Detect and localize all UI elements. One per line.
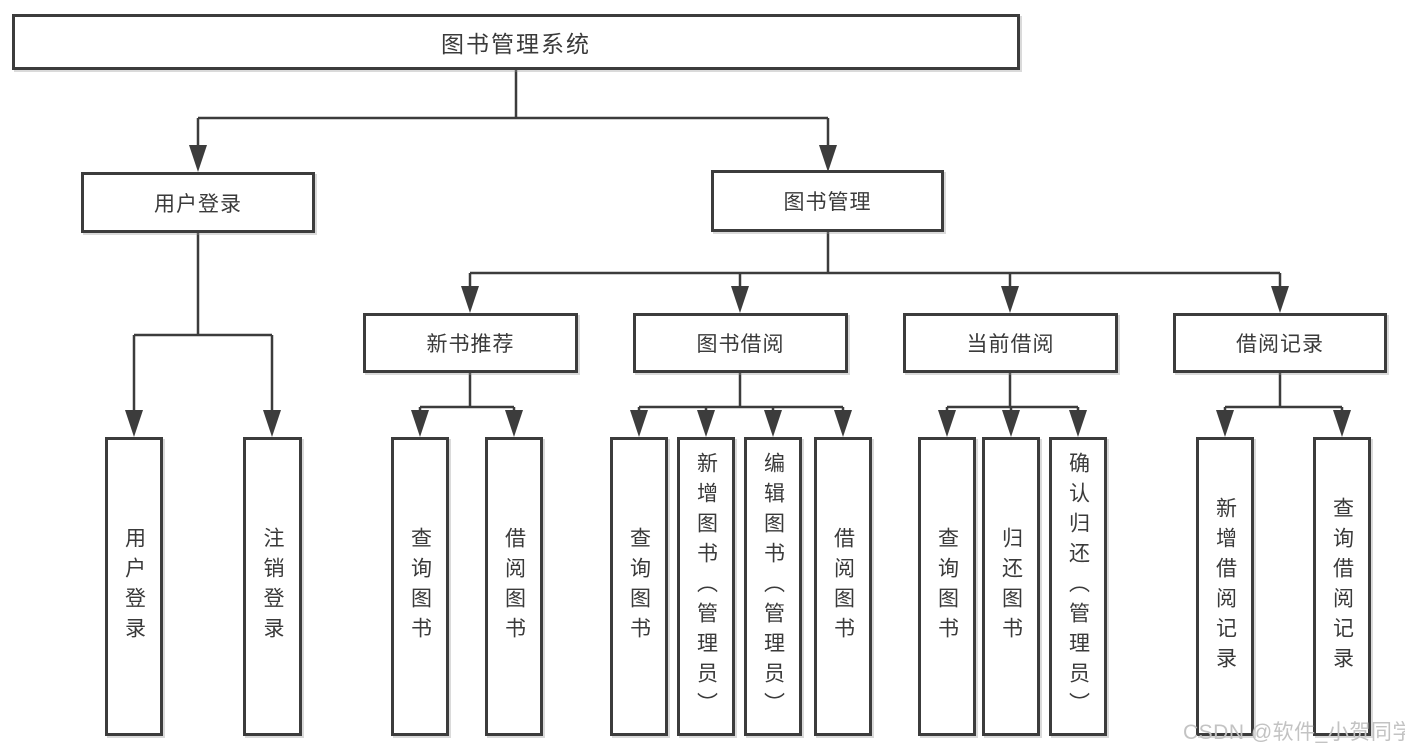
node-root-label: 图书管理系统 — [441, 31, 591, 57]
node-book-borrow: 图书借阅 — [633, 313, 848, 373]
node-book-management: 图书管理 — [711, 170, 944, 232]
leaf-edit-books-admin-label: 编辑图书（管理员） — [761, 451, 785, 722]
leaf-confirm-return-admin-label: 确认归还（管理员） — [1066, 451, 1090, 722]
leaf-add-books-admin-label: 新增图书（管理员） — [694, 451, 718, 722]
node-borrow-records-label: 借阅记录 — [1236, 333, 1324, 356]
leaf-borrow-books: 借阅图书 — [814, 437, 872, 736]
leaf-query-borrow-record: 查询借阅记录 — [1313, 437, 1371, 736]
leaf-borrow-books-label: 借阅图书 — [831, 526, 855, 647]
node-new-book-recommend-label: 新书推荐 — [426, 333, 515, 356]
csdn-watermark: CSDN @软件_小贺同学 — [1183, 721, 1405, 744]
node-current-borrow-label: 当前借阅 — [966, 333, 1055, 356]
leaf-user-login: 用户登录 — [105, 437, 163, 736]
leaf-borrow-books-recommend-label: 借阅图书 — [502, 526, 526, 647]
leaf-query-books-borrow-label: 查询图书 — [627, 526, 651, 647]
leaf-logout-label: 注销登录 — [261, 526, 284, 647]
leaf-confirm-return-admin: 确认归还（管理员） — [1049, 437, 1107, 736]
node-book-management-label: 图书管理 — [783, 191, 872, 214]
leaf-add-borrow-record-label: 新增借阅记录 — [1213, 496, 1237, 677]
leaf-return-books-label: 归还图书 — [999, 526, 1023, 647]
leaf-query-books-current-label: 查询图书 — [935, 526, 959, 647]
leaf-edit-books-admin: 编辑图书（管理员） — [744, 437, 802, 736]
leaf-query-books-current: 查询图书 — [918, 437, 976, 736]
node-root: 图书管理系统 — [12, 14, 1020, 70]
node-user-login: 用户登录 — [81, 172, 315, 233]
leaf-logout: 注销登录 — [243, 437, 302, 736]
leaf-return-books: 归还图书 — [982, 437, 1040, 736]
node-book-borrow-label: 图书借阅 — [696, 333, 785, 356]
leaf-query-books-borrow: 查询图书 — [610, 437, 668, 736]
leaf-query-books-recommend-label: 查询图书 — [408, 526, 432, 647]
leaf-add-books-admin: 新增图书（管理员） — [677, 437, 735, 736]
node-borrow-records: 借阅记录 — [1173, 313, 1387, 373]
leaf-query-books-recommend: 查询图书 — [391, 437, 449, 736]
leaf-user-login-label: 用户登录 — [122, 526, 146, 647]
node-new-book-recommend: 新书推荐 — [363, 313, 578, 373]
node-current-borrow: 当前借阅 — [903, 313, 1118, 373]
leaf-add-borrow-record: 新增借阅记录 — [1196, 437, 1254, 736]
leaf-query-borrow-record-label: 查询借阅记录 — [1330, 496, 1354, 677]
leaf-borrow-books-recommend: 借阅图书 — [485, 437, 543, 736]
node-user-login-label: 用户登录 — [154, 192, 242, 216]
